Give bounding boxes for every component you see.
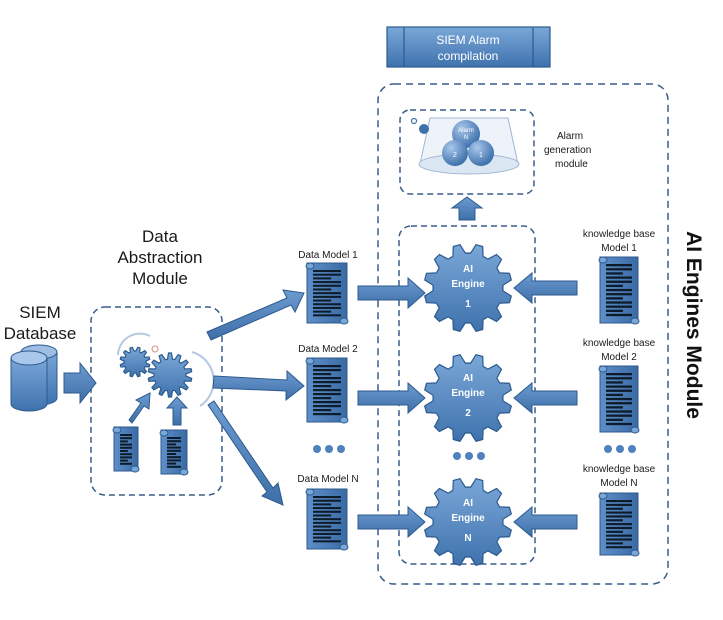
arrow-icon — [212, 369, 305, 402]
document-icon — [112, 426, 140, 473]
alarm-generation-label-line1: Alarm — [557, 131, 583, 142]
arrow-icon — [357, 276, 426, 310]
ai-engine-2-line1: AI — [463, 373, 473, 384]
knowledge-base-2-line1: knowledge base — [583, 338, 656, 349]
abstraction-gears-icon — [117, 332, 215, 407]
document-icon — [598, 365, 640, 434]
ai-engine-1-line2: Engine — [451, 279, 485, 290]
arrow-icon — [357, 505, 426, 539]
arrow-icon — [207, 400, 284, 506]
sphere-top-label: Alarm — [458, 128, 474, 134]
data-abstraction-label-line1: Data — [142, 227, 178, 246]
arrow-icon — [513, 271, 578, 305]
alarm-generation-container — [399, 109, 535, 195]
data-abstraction-label-line2: Abstraction — [117, 248, 202, 267]
alarm-generation-icon: Alarm N 2 1 — [418, 117, 520, 175]
database-icon — [10, 344, 58, 412]
arrow-icon — [165, 396, 189, 426]
ai-engines-module-title: AI Engines Module — [682, 231, 705, 419]
arrow-icon — [128, 392, 151, 424]
gear-icon — [424, 244, 512, 332]
document-icon — [305, 357, 349, 424]
ellipsis-icon — [604, 445, 636, 453]
ai-engines-module-container — [377, 83, 669, 585]
ellipsis-icon — [313, 445, 345, 453]
ai-engine-1-line3: 1 — [465, 299, 471, 310]
knowledge-base-n-line1: knowledge base — [583, 464, 656, 475]
siem-alarm-compilation-box: SIEM Alarm compilation — [386, 26, 551, 68]
knowledge-base-1-line1: knowledge base — [583, 229, 656, 240]
data-model-2-label: Data Model 2 — [298, 344, 358, 355]
knowledge-base-n-line2: Model N — [600, 478, 637, 489]
ai-engine-2-line2: Engine — [451, 388, 485, 399]
arrow-icon — [450, 196, 484, 221]
ai-engine-2-line3: 2 — [465, 408, 471, 419]
ai-engine-n-line1: AI — [463, 498, 473, 509]
document-icon — [598, 492, 640, 557]
arrow-icon — [513, 505, 578, 539]
data-model-1-label: Data Model 1 — [298, 250, 358, 261]
data-model-n-label: Data Model N — [297, 474, 358, 485]
arrow-icon — [357, 381, 426, 415]
alarm-generation-label-line3: module — [555, 159, 588, 170]
arrow-icon — [513, 381, 578, 415]
data-abstraction-label-line3: Module — [132, 269, 188, 288]
ai-engine-n-line2: Engine — [451, 513, 485, 524]
knowledge-base-1-line2: Model 1 — [601, 243, 637, 254]
siem-database-label-line2: Database — [4, 324, 77, 343]
document-icon — [598, 256, 640, 325]
ellipsis-icon — [453, 452, 485, 460]
sphere-top-sub-label: N — [464, 135, 468, 141]
document-icon — [305, 488, 349, 551]
siem-database-label-line1: SIEM — [19, 303, 61, 322]
document-icon — [305, 262, 349, 325]
arrow-icon — [63, 361, 97, 405]
gear-icon — [424, 354, 512, 442]
sphere-right-label: 1 — [479, 152, 483, 159]
siem-alarm-label-line2: compilation — [438, 49, 499, 63]
alarm-generation-label-line2: generation — [544, 145, 591, 156]
knowledge-base-2-line2: Model 2 — [601, 352, 637, 363]
data-abstraction-container — [90, 306, 223, 496]
small-gear-icon — [410, 117, 429, 134]
document-icon — [159, 429, 189, 476]
gear-icon — [424, 478, 512, 566]
siem-alarm-label-line1: SIEM Alarm — [436, 33, 499, 47]
arrow-icon — [206, 289, 305, 341]
ai-engine-1-line1: AI — [463, 264, 473, 275]
ai-engine-n-line3: N — [464, 533, 471, 544]
sphere-left-label: 2 — [453, 152, 457, 159]
